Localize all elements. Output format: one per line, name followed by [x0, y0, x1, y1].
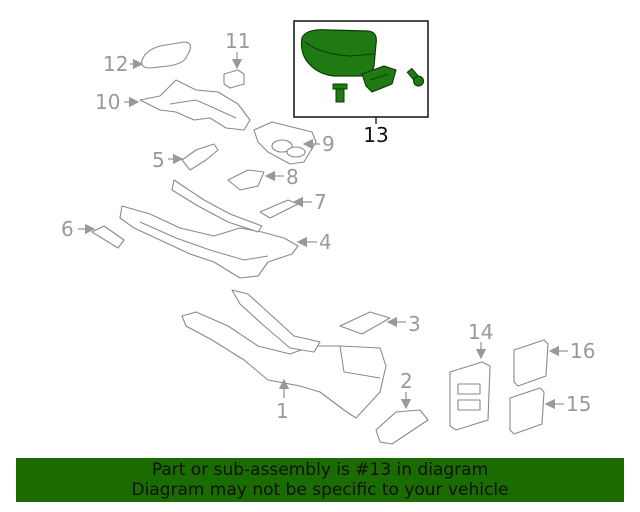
callout-2[interactable]: 2: [400, 369, 413, 393]
part-11[interactable]: [223, 69, 245, 89]
callout-16[interactable]: 16: [570, 339, 595, 363]
info-banner: Part or sub-assembly is #13 in diagram D…: [16, 458, 624, 502]
part-16[interactable]: [513, 339, 549, 387]
callout-10[interactable]: 10: [95, 90, 120, 114]
callout-3[interactable]: 3: [408, 312, 421, 336]
callout-14[interactable]: 14: [468, 320, 493, 344]
banner-line-2: Diagram may not be specific to your vehi…: [131, 480, 509, 500]
callout-13[interactable]: 13: [363, 123, 388, 147]
callout-12[interactable]: 12: [103, 52, 128, 76]
callout-7[interactable]: 7: [314, 190, 327, 214]
callout-4[interactable]: 4: [319, 230, 332, 254]
part-10[interactable]: [139, 79, 251, 131]
part-5[interactable]: [181, 143, 219, 171]
part-14[interactable]: [449, 361, 491, 431]
part-8[interactable]: [227, 169, 265, 191]
part-13-inset[interactable]: [293, 20, 429, 118]
part-3[interactable]: [339, 311, 391, 335]
banner-line-1: Part or sub-assembly is #13 in diagram: [151, 460, 489, 480]
callout-15[interactable]: 15: [566, 392, 591, 416]
part-7[interactable]: [259, 199, 299, 219]
part-2[interactable]: [375, 409, 429, 445]
callout-1[interactable]: 1: [276, 399, 289, 423]
callout-8[interactable]: 8: [286, 165, 299, 189]
callout-6[interactable]: 6: [61, 217, 74, 241]
part-12[interactable]: [141, 41, 191, 69]
part-4[interactable]: [119, 205, 299, 279]
part-6[interactable]: [91, 225, 125, 249]
callout-5[interactable]: 5: [152, 148, 165, 172]
part-1[interactable]: [181, 311, 387, 419]
callout-9[interactable]: 9: [322, 132, 335, 156]
part-15[interactable]: [509, 387, 545, 435]
callout-11[interactable]: 11: [225, 29, 250, 53]
